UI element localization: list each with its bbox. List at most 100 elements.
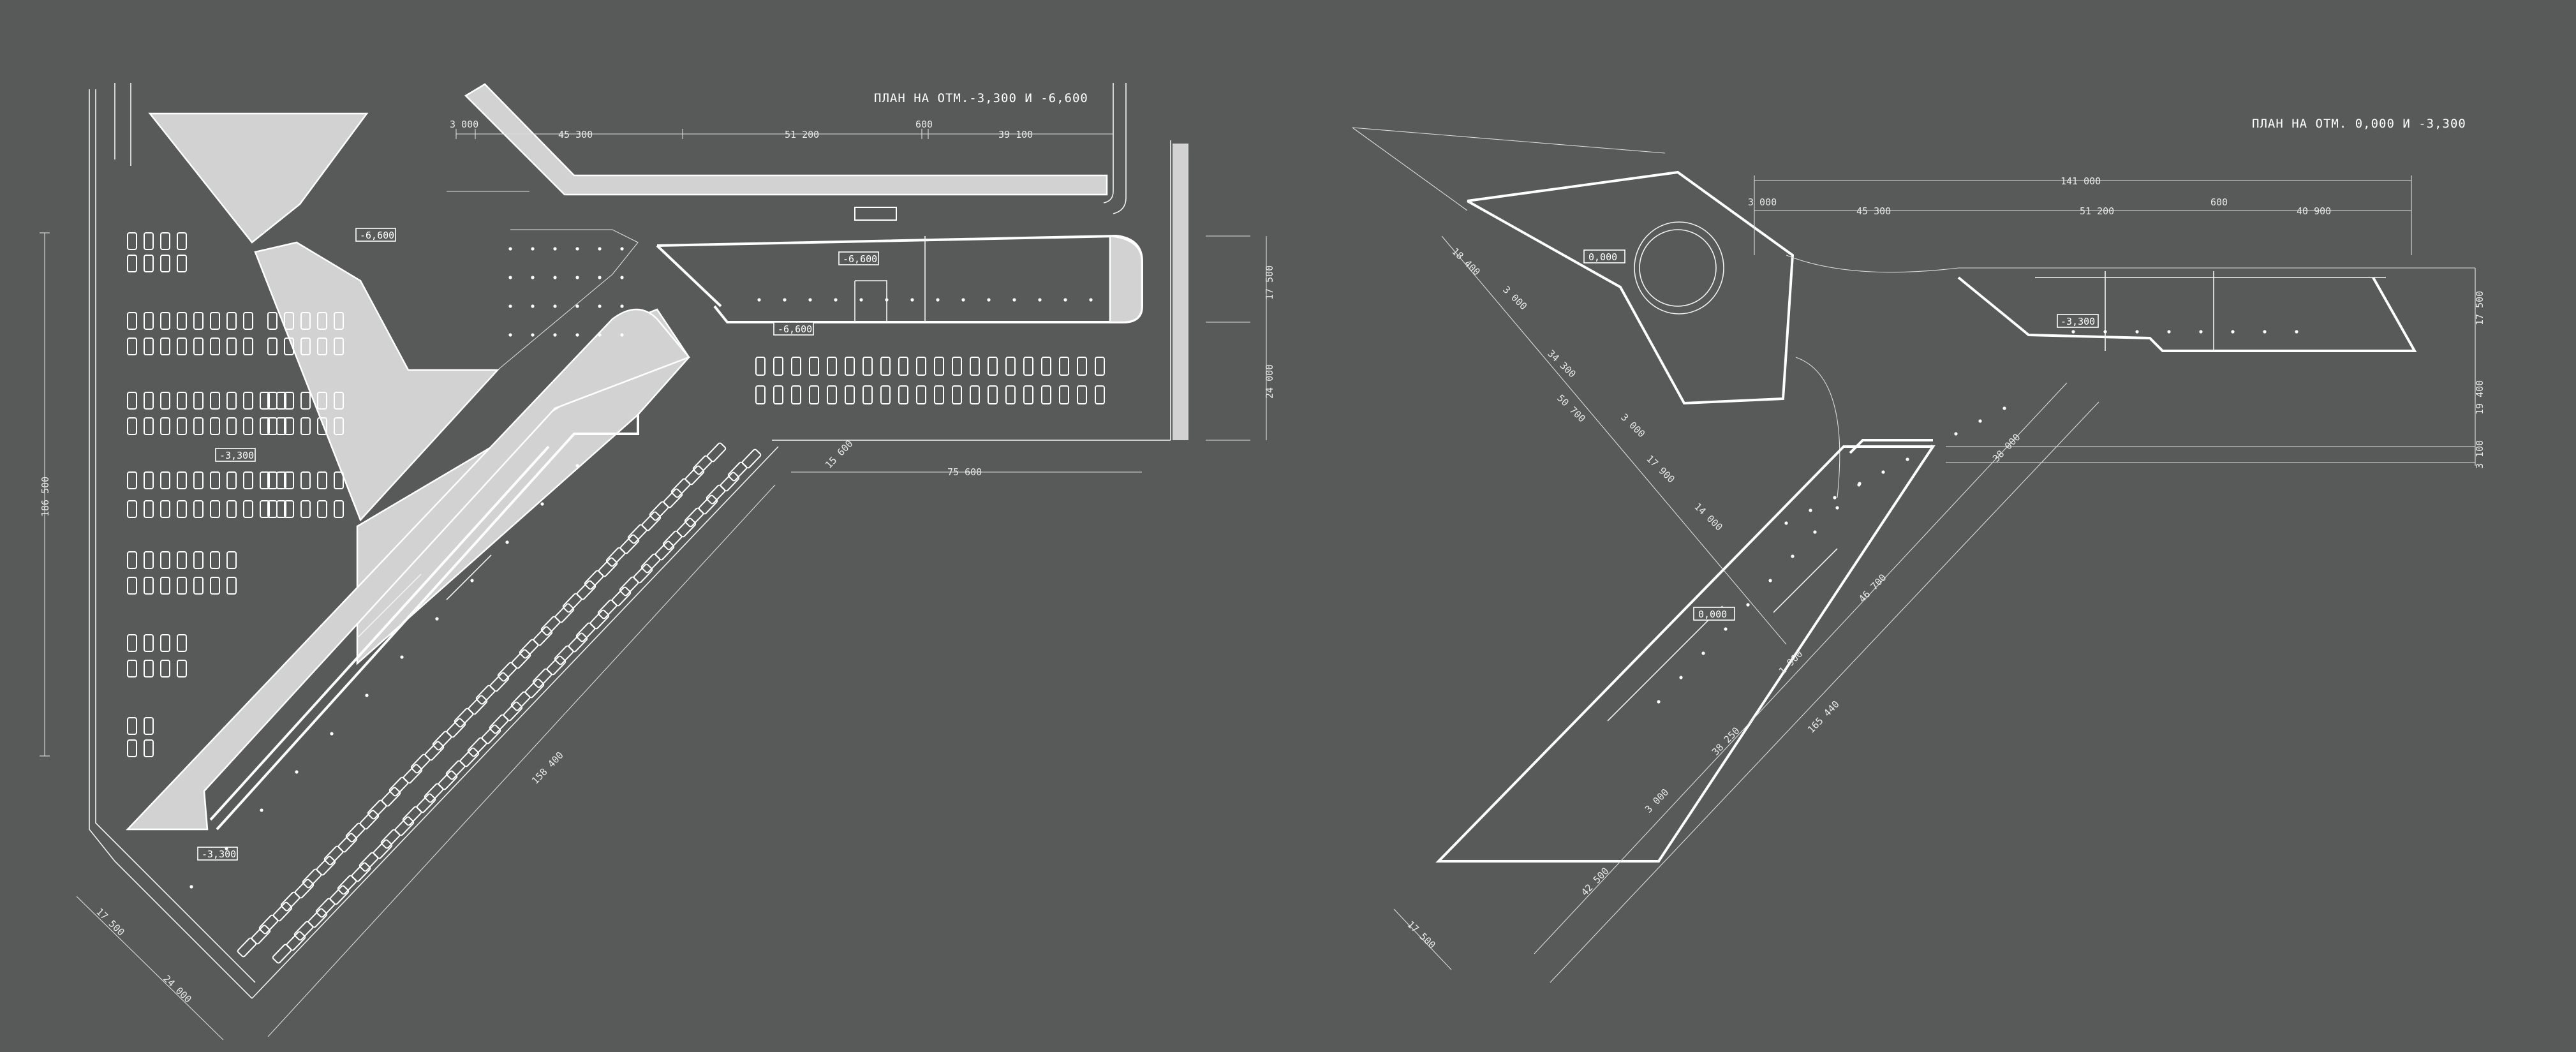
column-dot: [598, 276, 602, 279]
parking-stall: [210, 500, 220, 518]
column-dot: [1657, 700, 1661, 704]
parking-stall: [970, 385, 980, 404]
parking-stall: [127, 392, 137, 410]
parking-stall: [160, 417, 170, 435]
parking-stall: [284, 337, 294, 355]
parking-stall: [334, 471, 344, 489]
parking-stall: [685, 465, 705, 485]
parking-stall: [210, 551, 220, 569]
dim-186500: 186 500: [40, 477, 51, 517]
column-dot: [1784, 521, 1788, 525]
column-dot: [859, 298, 863, 302]
parking-stall: [317, 417, 327, 435]
parking-stall: [337, 833, 358, 853]
parking-stall: [554, 603, 575, 623]
column-dot: [1701, 651, 1705, 655]
horizontal-building: -3,300: [1957, 271, 2417, 352]
column-dot: [961, 298, 965, 302]
parking-stall: [970, 357, 980, 376]
parking-stall: [144, 500, 154, 518]
parking-stall: [144, 739, 154, 757]
dim-17500-vertical: 17 500: [1264, 265, 1275, 300]
dim-45300: 45 300: [1856, 205, 1891, 217]
parking-stall: [568, 632, 588, 653]
parking-stall: [809, 385, 819, 404]
parking-stall: [1005, 357, 1016, 376]
parking-stall: [334, 337, 344, 355]
parking-stall: [210, 417, 220, 435]
parking-stall: [226, 337, 237, 355]
parking-stall: [160, 634, 170, 652]
diagonal-building-left: [126, 308, 691, 831]
dim-600: 600: [915, 119, 933, 130]
parking-stall: [210, 577, 220, 595]
parking-stall: [676, 517, 697, 538]
parking-stall: [177, 337, 187, 355]
column-dot: [1038, 298, 1042, 302]
parking-stall: [489, 672, 510, 692]
parking-stall: [226, 417, 237, 435]
parking-stall: [144, 312, 154, 330]
parking-stall: [1095, 385, 1105, 404]
parking-stall: [1041, 385, 1051, 404]
parking-stall: [177, 255, 187, 272]
level-tag: -3,300: [219, 450, 254, 461]
parking-stall: [177, 500, 187, 518]
column-dot: [1906, 457, 1909, 461]
parking-stall: [655, 540, 675, 561]
column-dot: [531, 304, 535, 308]
parking-stall: [416, 793, 436, 813]
parking-stall: [144, 392, 154, 410]
top-ramp: [114, 83, 1127, 214]
parking-stall: [1077, 385, 1087, 404]
parking-stall: [160, 577, 170, 595]
parking-stall: [394, 816, 415, 836]
column-dot: [540, 502, 544, 506]
parking-stall: [127, 500, 137, 518]
parking-stall: [127, 577, 137, 595]
plan-left: ПЛАН НА ОТМ.-3,300 И -6,600: [40, 83, 1275, 1041]
column-dot: [575, 304, 579, 308]
parking-stall: [226, 471, 237, 489]
parking-stall: [576, 580, 596, 600]
column-dot: [553, 333, 557, 337]
column-dot: [508, 304, 512, 308]
parking-stall: [160, 255, 170, 272]
dim-19400: 19 400: [2474, 380, 2485, 415]
parking-stall: [1005, 385, 1016, 404]
column-dot: [620, 247, 624, 251]
level-tags-left: -6,600 -6,600 -6,600 -3,300 -3,300: [197, 228, 879, 861]
parking-stall: [272, 901, 293, 922]
parking-stall: [633, 563, 653, 584]
column-dot: [470, 579, 474, 582]
parking-stall: [424, 741, 445, 761]
column-dot: [189, 885, 193, 889]
parking-stall: [468, 695, 488, 715]
column-grid-right: [1657, 330, 2298, 704]
column-dot: [620, 304, 624, 308]
parking-stall: [160, 232, 170, 250]
column-dot: [1809, 508, 1812, 512]
column-dot: [330, 732, 334, 736]
level-tag: 0,000: [1588, 251, 1617, 263]
level-tag: -3,300: [2061, 316, 2095, 327]
column-dot: [553, 304, 557, 308]
parking-stall: [317, 471, 327, 489]
parking-stall: [317, 312, 327, 330]
parking-stall: [481, 724, 501, 745]
column-dot: [910, 298, 914, 302]
parking-stall: [210, 392, 220, 410]
column-dot: [1768, 579, 1772, 582]
parking-stall: [260, 392, 270, 410]
atrium-left: [447, 191, 639, 371]
column-dot: [808, 298, 812, 302]
parking-stall: [698, 494, 718, 515]
parking-stall: [260, 500, 270, 518]
parking-stall: [827, 385, 837, 404]
column-dot: [936, 298, 940, 302]
level-tag: -6,600: [778, 323, 812, 335]
column-dot: [2263, 330, 2267, 334]
column-dot: [225, 847, 228, 850]
parking-stall: [317, 337, 327, 355]
parking-stall: [284, 417, 294, 435]
